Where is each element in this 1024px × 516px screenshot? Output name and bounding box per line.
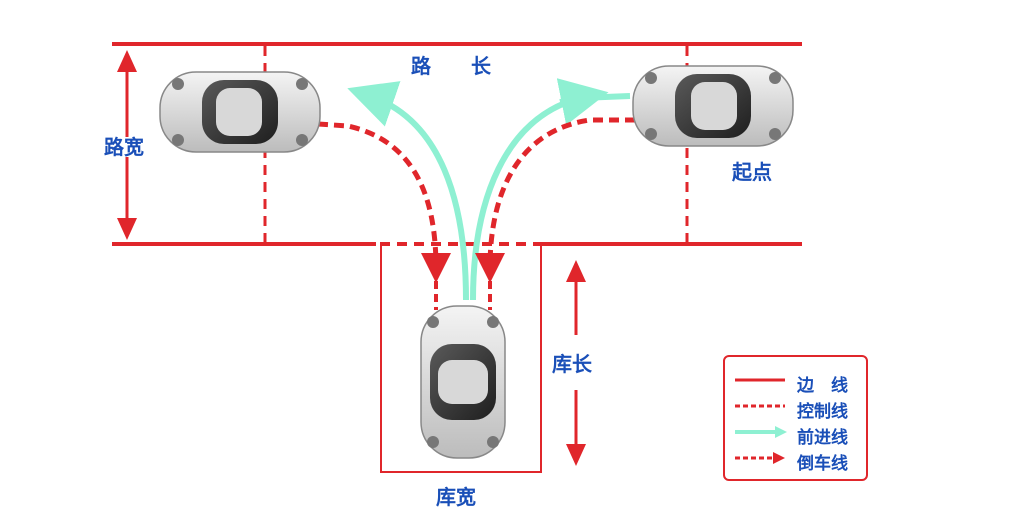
forward-path-right-arrow [556,78,609,126]
legend-item-forward: 前进线 [725,421,866,448]
garage-length-label: 库长 [552,352,592,376]
start-label: 起点 [732,160,772,184]
road-width-arrowhead-top [117,50,137,72]
car-left [159,71,321,153]
reverse-path-right [475,117,635,283]
legend-cyan-arrow-icon [735,426,787,438]
reverse-path-left [317,121,451,283]
legend-label: 边 线 [797,376,848,396]
legend-red-dashed-arrow-icon [735,452,785,464]
car-start [632,65,794,147]
garage-width-label: 库宽 [436,485,476,509]
legend-item-reverse: 倒车线 [725,447,866,474]
forward-path-left [347,81,469,301]
legend-dashed-line-icon [735,404,785,408]
garage-length-arrowhead-bottom [566,444,586,466]
legend-solid-line-icon [735,378,785,382]
legend-item-control: 控制线 [725,395,866,422]
road-length-label: 路 长 [411,54,491,78]
legend-item-boundary: 边 线 [725,369,866,396]
legend: 边 线 控制线 前进线 倒车线 [723,355,868,481]
forward-path-from-start [470,93,631,301]
road-width-arrowhead-bottom [117,218,137,240]
legend-label: 倒车线 [797,454,848,474]
garage-length-arrowhead-top [566,260,586,282]
road-width-label: 路宽 [104,135,144,159]
car-garage [420,305,506,459]
legend-label: 前进线 [797,428,848,448]
legend-label: 控制线 [797,402,848,422]
garage-outline [380,246,542,473]
